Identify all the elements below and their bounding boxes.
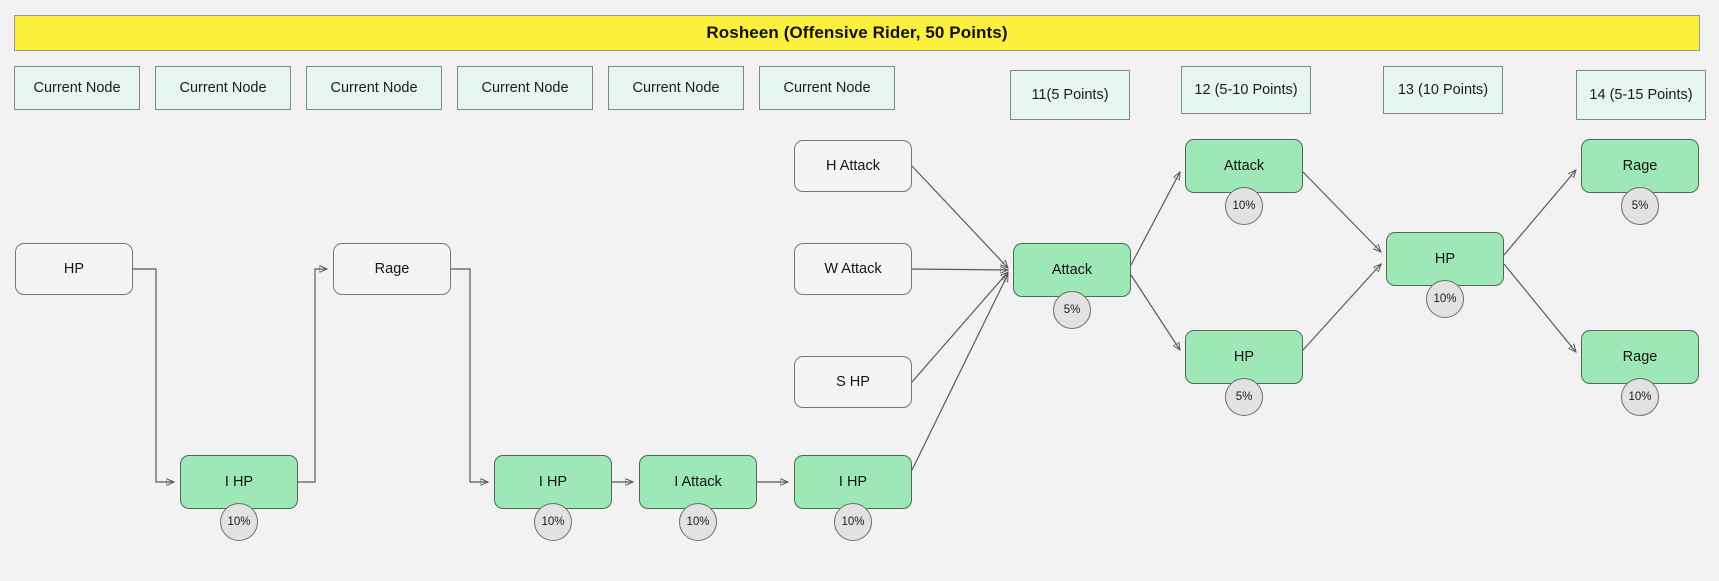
node-ihp-2[interactable]: I HP <box>494 455 612 509</box>
node-h-attack[interactable]: H Attack <box>794 140 912 192</box>
column-header-1[interactable]: Current Node <box>155 66 291 110</box>
edge-ihp3-to-attack <box>911 274 1008 471</box>
column-header-0[interactable]: Current Node <box>14 66 140 110</box>
column-header-3[interactable]: Current Node <box>457 66 593 110</box>
node-ihp-1[interactable]: I HP <box>180 455 298 509</box>
node-ihp-3[interactable]: I HP <box>794 455 912 509</box>
column-header-5[interactable]: Current Node <box>759 66 895 110</box>
node-hp-left[interactable]: HP <box>15 243 133 295</box>
node-w-attack[interactable]: W Attack <box>794 243 912 295</box>
edge-hpbot-to-hpright <box>1302 264 1381 351</box>
edge-rage-to-ihp2 <box>451 268 488 482</box>
node-attack-top[interactable]: Attack <box>1185 139 1303 193</box>
percent-badge-ihp-1: 10% <box>220 503 258 541</box>
edge-attack-to-attacktop <box>1130 172 1180 266</box>
node-attack-mid[interactable]: Attack <box>1013 243 1131 297</box>
edge-shp-to-attack <box>911 272 1008 383</box>
percent-badge-rage-bottom: 10% <box>1621 378 1659 416</box>
edge-hpright-to-ragebottom <box>1503 263 1576 352</box>
column-header-4[interactable]: Current Node <box>608 66 744 110</box>
node-s-hp[interactable]: S HP <box>794 356 912 408</box>
edge-attacktop-to-hpright <box>1302 171 1381 252</box>
percent-badge-attack-mid: 5% <box>1053 291 1091 329</box>
diagram-title: Rosheen (Offensive Rider, 50 Points) <box>14 15 1700 51</box>
edge-hattack-to-attack <box>911 165 1008 268</box>
percent-badge-attack-top: 10% <box>1225 187 1263 225</box>
edge-ihp1-to-rage <box>298 269 327 483</box>
edge-hp-to-ihp1 <box>133 268 174 482</box>
column-header-2[interactable]: Current Node <box>306 66 442 110</box>
percent-badge-hp-right: 10% <box>1426 280 1464 318</box>
percent-badge-ihp-2: 10% <box>534 503 572 541</box>
edge-hpright-to-ragetop <box>1503 170 1576 256</box>
column-header-8[interactable]: 13 (10 Points) <box>1383 66 1503 114</box>
percent-badge-rage-top: 5% <box>1621 187 1659 225</box>
node-iattack-1[interactable]: I Attack <box>639 455 757 509</box>
column-header-9[interactable]: 14 (5-15 Points) <box>1576 70 1706 120</box>
column-header-6[interactable]: 11(5 Points) <box>1010 70 1130 120</box>
node-hp-bot[interactable]: HP <box>1185 330 1303 384</box>
percent-badge-hp-bot: 5% <box>1225 378 1263 416</box>
percent-badge-ihp-3: 10% <box>834 503 872 541</box>
edge-attack-to-hpbot <box>1130 274 1180 350</box>
node-rage-left[interactable]: Rage <box>333 243 451 295</box>
percent-badge-iattack-1: 10% <box>679 503 717 541</box>
node-rage-top[interactable]: Rage <box>1581 139 1699 193</box>
node-rage-bottom[interactable]: Rage <box>1581 330 1699 384</box>
node-hp-right[interactable]: HP <box>1386 232 1504 286</box>
column-header-7[interactable]: 12 (5-10 Points) <box>1181 66 1311 114</box>
edge-wattack-to-attack <box>911 269 1008 270</box>
